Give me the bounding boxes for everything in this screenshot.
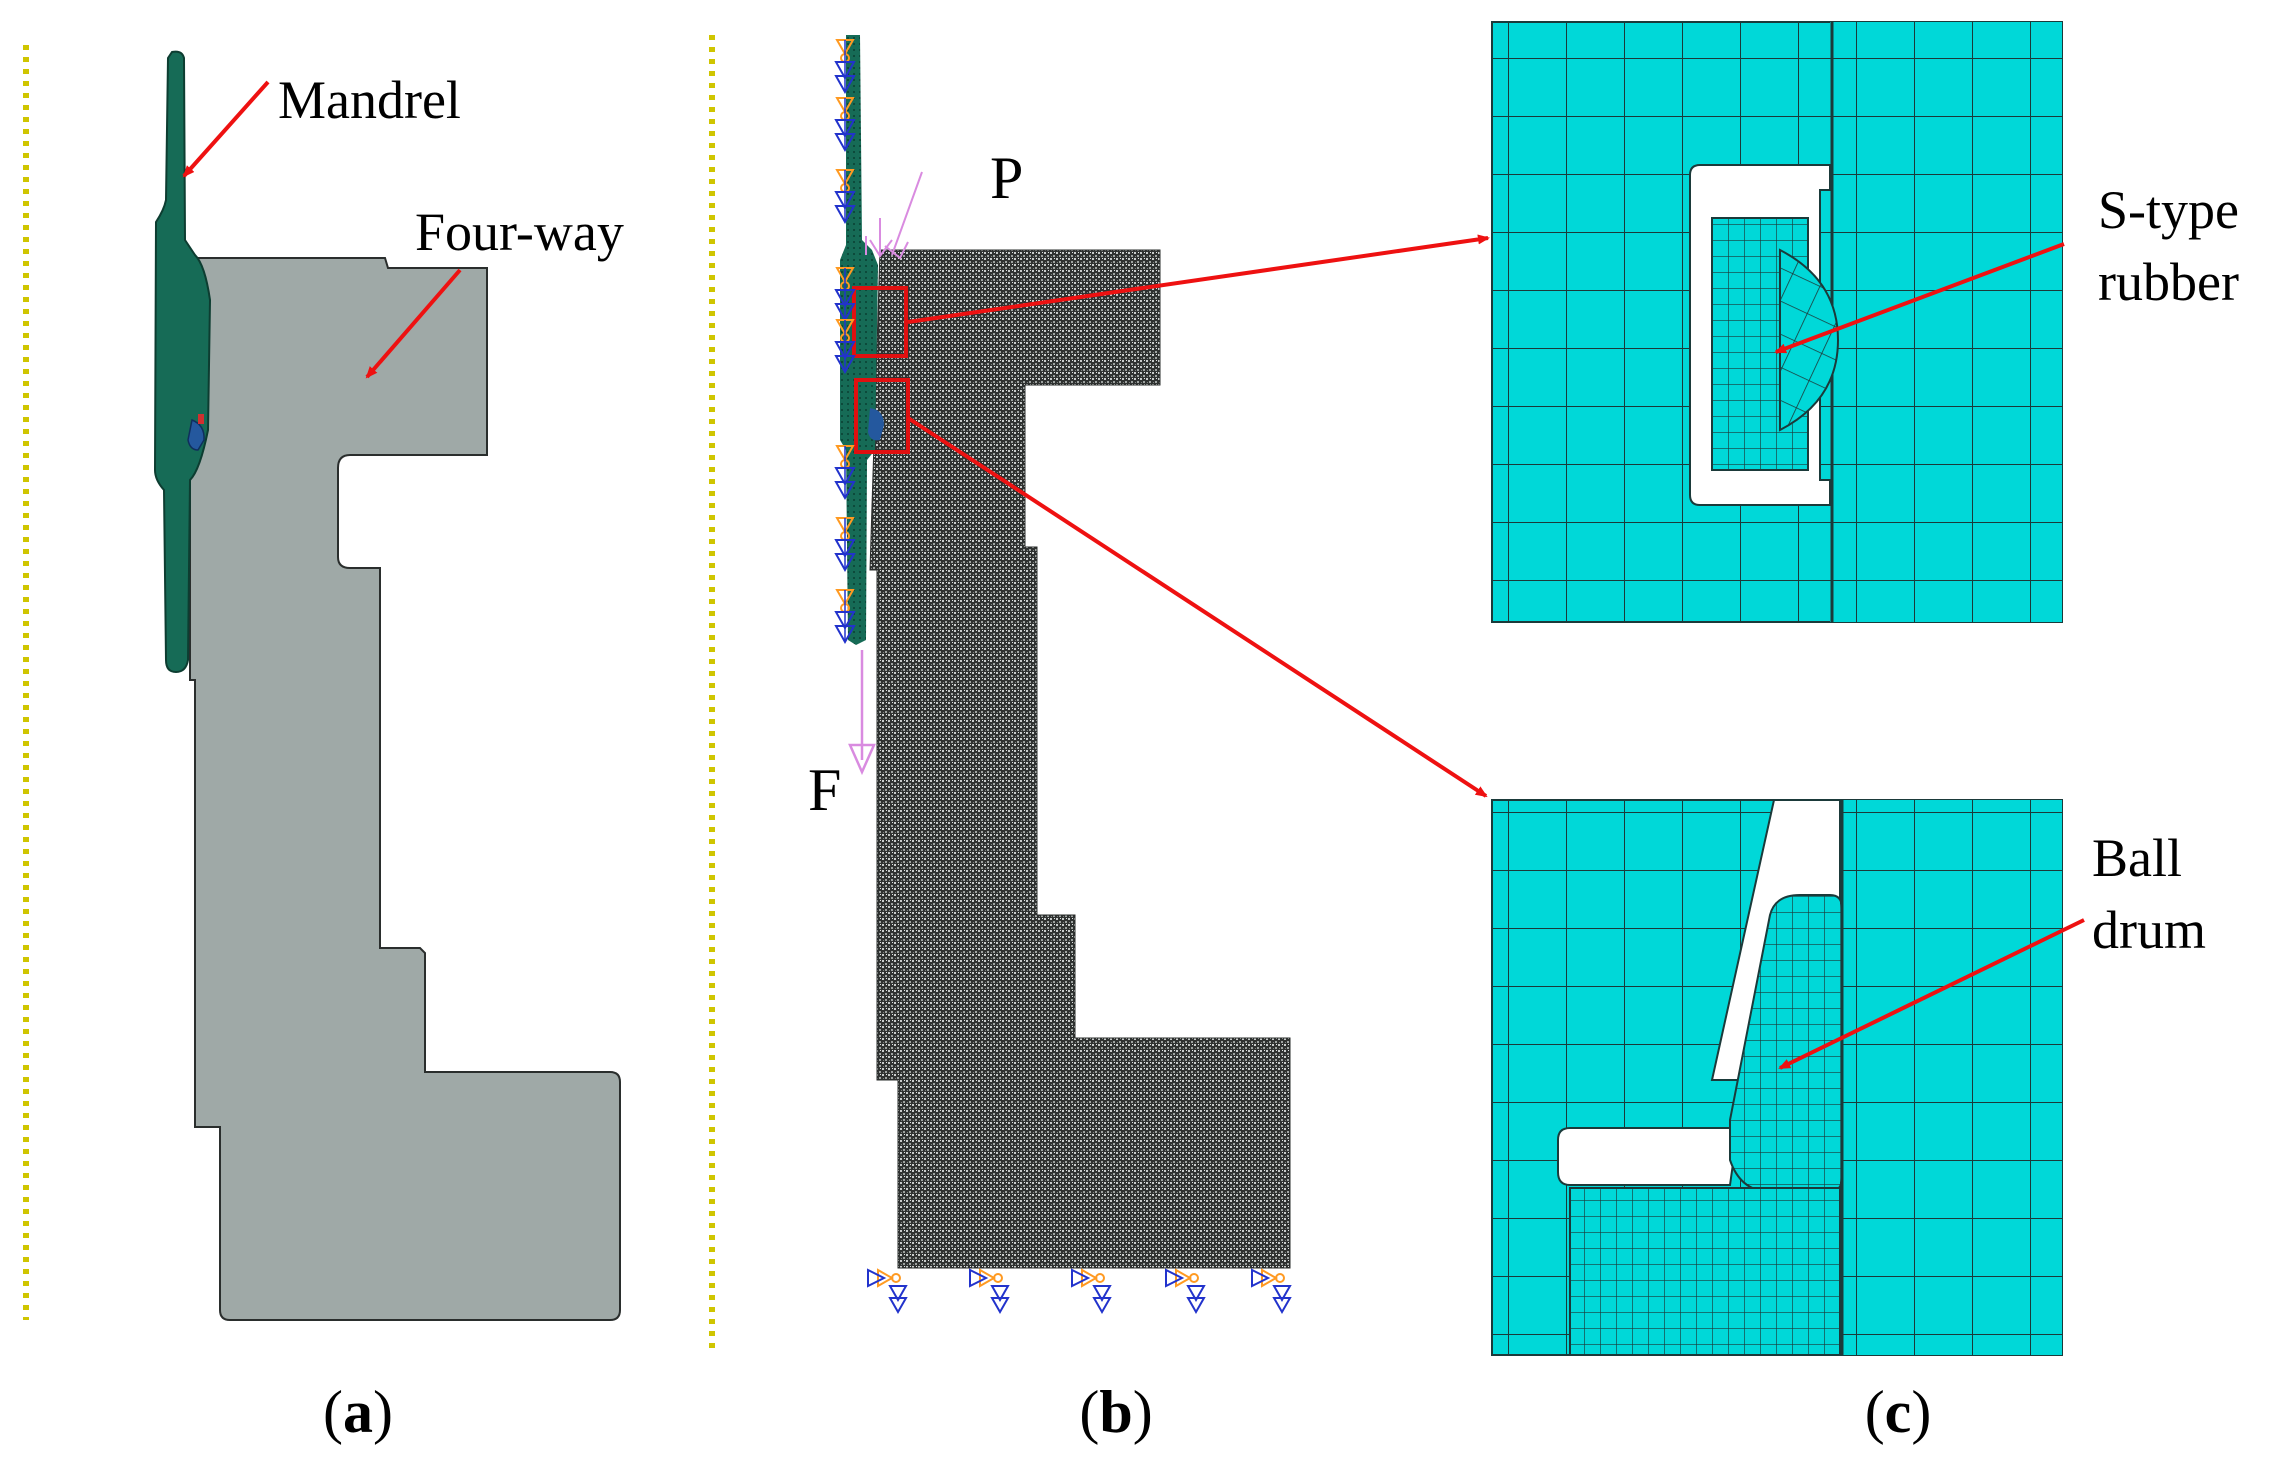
panel-a-caption: (a)	[323, 1379, 393, 1445]
lower-block-mesh	[1569, 1187, 1841, 1356]
s-type-label-2: rubber	[2098, 252, 2239, 312]
panel-c-caption: (c)	[1865, 1379, 1932, 1445]
seal-mesh	[868, 408, 884, 441]
pressure-load	[865, 171, 923, 260]
panel-b-letter: b	[1099, 1379, 1132, 1445]
panel-c: S-type rubber Ball drum (c)	[1491, 21, 2239, 1445]
ball-drum-arrow	[1778, 918, 2085, 1070]
s-type-label-1: S-type	[2098, 180, 2239, 240]
force-load	[848, 650, 876, 776]
detail-box-upper	[852, 286, 908, 358]
mandrel-label: Mandrel	[278, 70, 461, 130]
detail-arrow-upper	[907, 234, 1490, 324]
bottom-constraints	[867, 1269, 1291, 1313]
panel-b: P F (b)	[808, 35, 1291, 1445]
panel-a: Mandrel Four-way (a)	[23, 35, 715, 1445]
four-way-body	[189, 257, 621, 1321]
gap-lower	[1557, 1127, 1740, 1186]
mandrel-seal-red	[198, 414, 204, 424]
zoom-ball-drum: Ball drum	[1491, 799, 2206, 1356]
detail-box-lower	[854, 378, 910, 454]
ball-drum-label-2: drum	[2092, 900, 2206, 960]
s-type-arrow	[1774, 242, 2065, 354]
four-way-mesh	[869, 249, 1291, 1269]
detail-arrow-lower	[906, 416, 1488, 798]
mandrel-shape	[153, 50, 212, 674]
panel-b-caption: (b)	[1079, 1379, 1152, 1445]
force-label: F	[808, 757, 841, 823]
panel-a-letter: a	[343, 1379, 373, 1445]
pressure-label: P	[990, 145, 1023, 211]
four-way-arrow	[365, 268, 462, 379]
mandrel-arrow	[182, 80, 270, 178]
ball-drum-label-1: Ball	[2092, 828, 2182, 888]
panel-c-letter: c	[1885, 1379, 1912, 1445]
ball-drum-mesh	[1729, 894, 1843, 1193]
mandrel-seal	[187, 418, 205, 451]
zoom-s-type-rubber: S-type rubber	[1491, 21, 2239, 623]
four-way-label: Four-way	[415, 202, 624, 262]
